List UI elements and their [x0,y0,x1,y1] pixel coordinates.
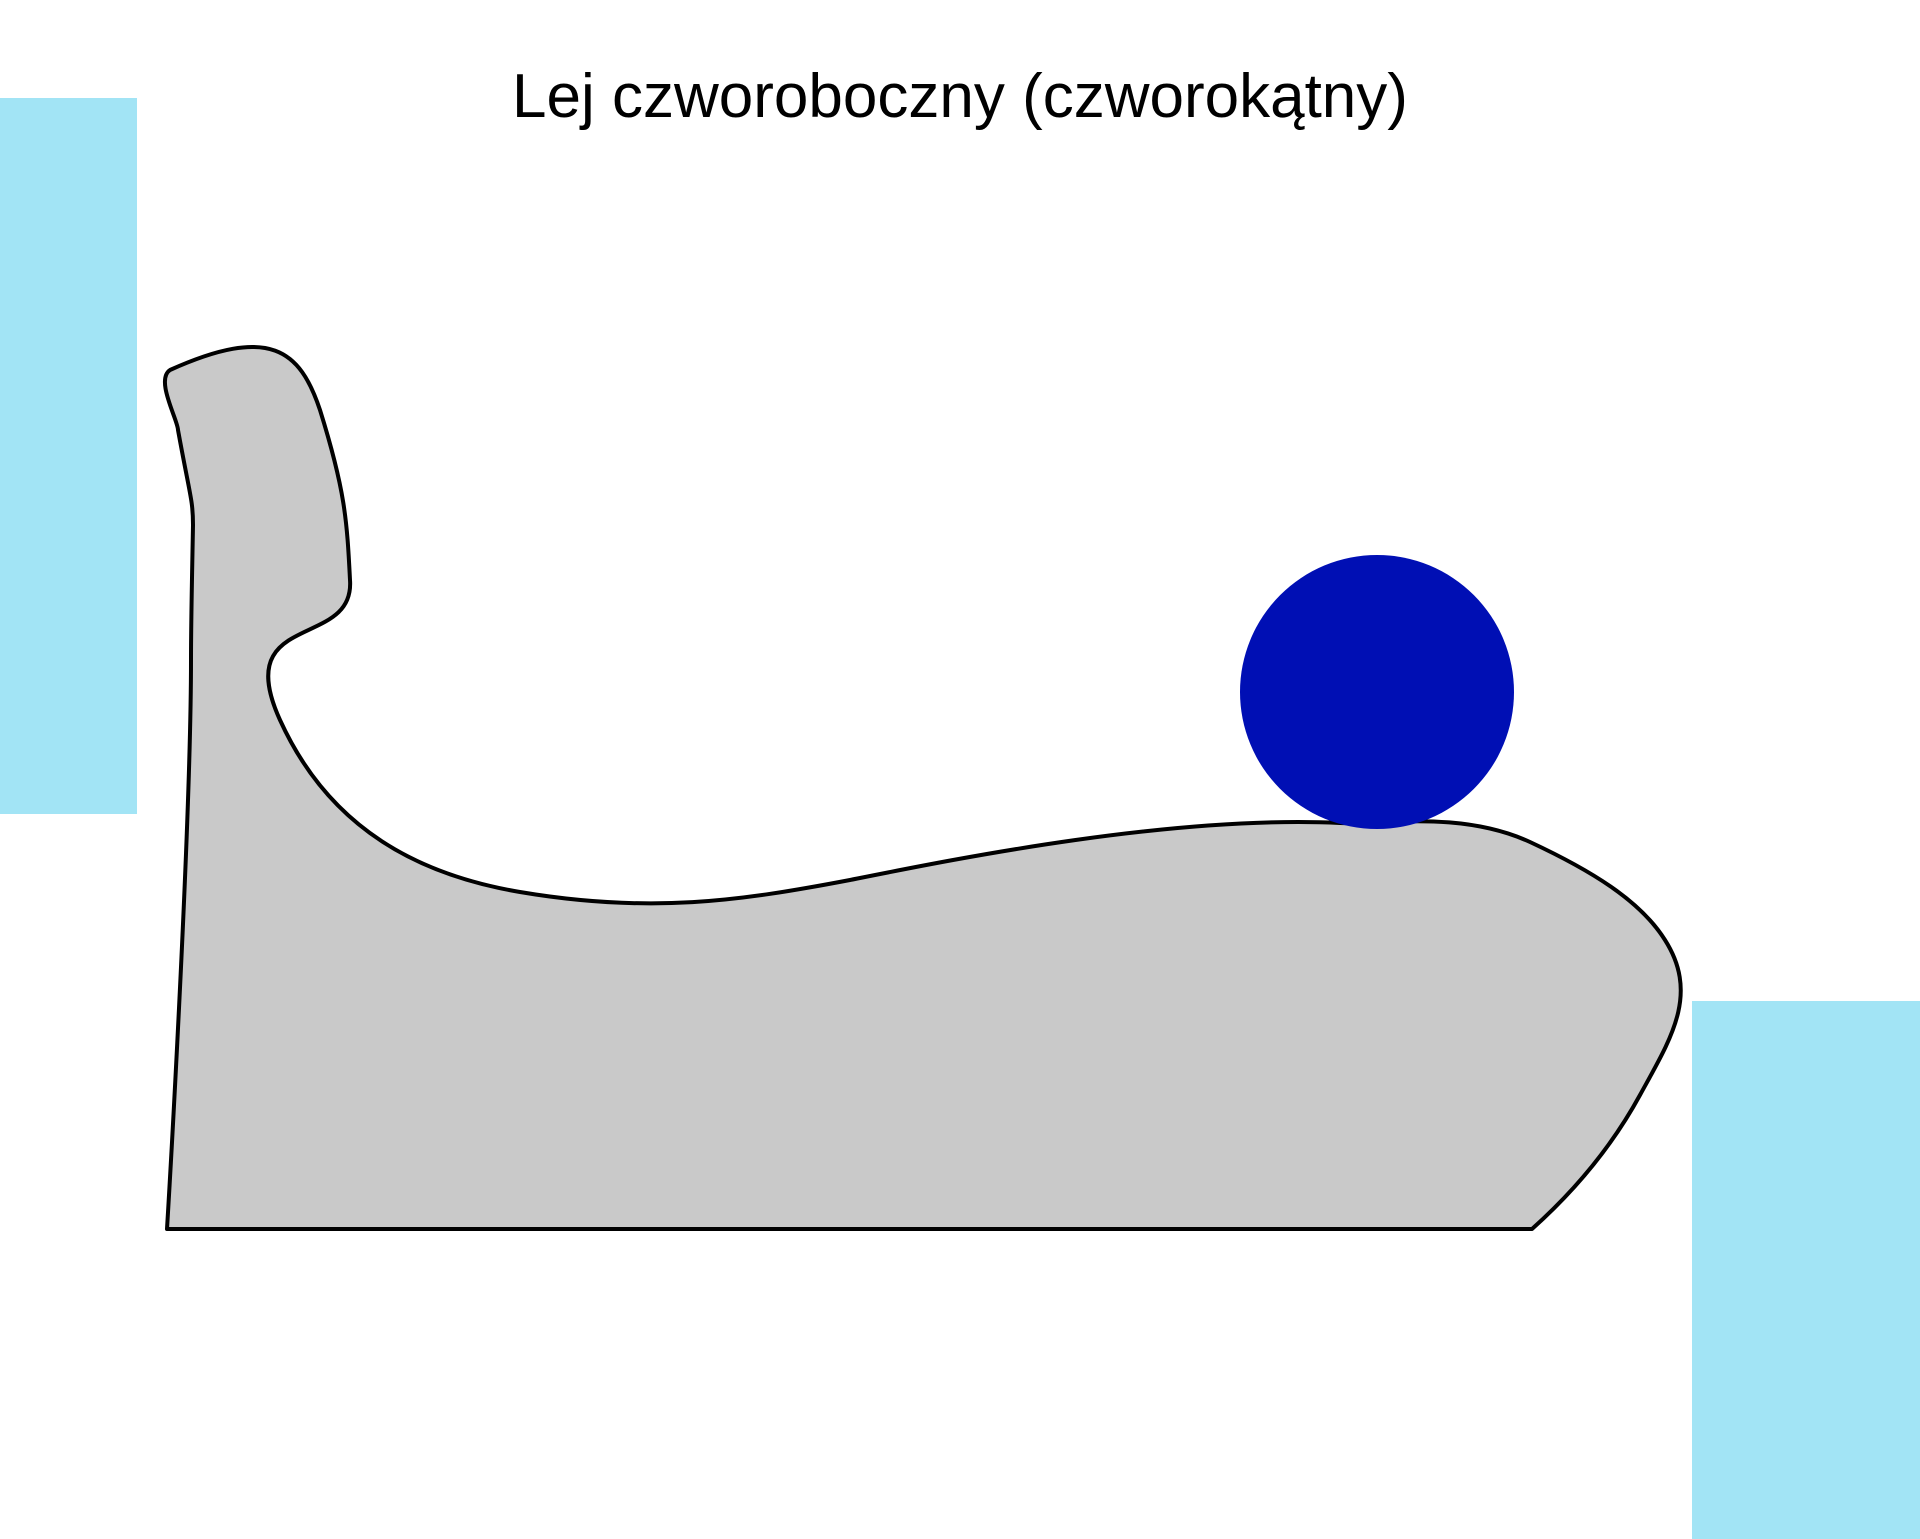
right-side-panel [1692,1001,1920,1539]
ball [1240,555,1514,829]
funnel-terrain-shape [162,345,1683,1231]
page-title: Lej czworoboczny (czworokątny) [512,62,1408,131]
left-side-panel [0,98,137,814]
